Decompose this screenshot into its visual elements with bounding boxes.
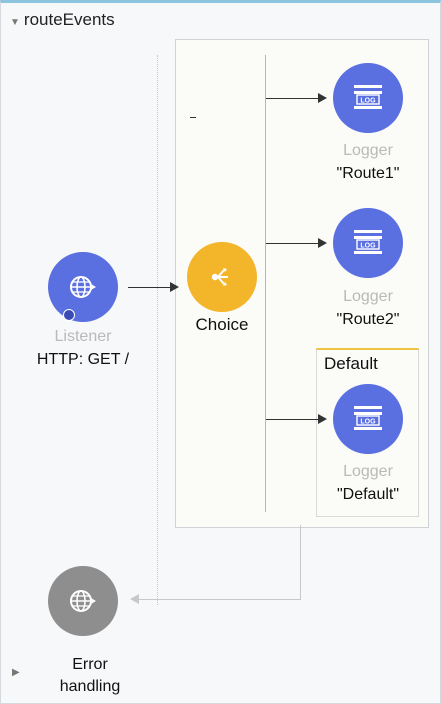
log-icon: LOG (354, 406, 382, 430)
logger-name-default: "Default" (336, 486, 400, 503)
return-line (138, 599, 301, 600)
tick-mark (190, 117, 196, 118)
log-icon-text: LOG (360, 419, 376, 426)
logger-name-route2: "Route2" (336, 311, 400, 328)
route-line (265, 55, 266, 512)
flow-arrow (128, 287, 173, 288)
route-arrow (266, 98, 320, 99)
logger-type-label: Logger (343, 288, 393, 305)
triangle-down-icon[interactable]: ▼ (10, 17, 20, 28)
listener-node[interactable] (48, 252, 118, 322)
listener-type-label: Listener (54, 328, 112, 345)
log-icon-text: LOG (360, 98, 376, 105)
arrow-head (170, 282, 179, 292)
default-route-label: Default (324, 354, 378, 373)
logger-node-route2[interactable]: LOG (333, 208, 403, 278)
choice-label: Choice (195, 315, 249, 334)
choice-node[interactable] (187, 242, 257, 312)
logger-type-label: Logger (343, 463, 393, 480)
logger-type-label: Logger (343, 142, 393, 159)
error-handling-label[interactable]: Error handling (59, 656, 121, 695)
arrow-head (318, 93, 327, 103)
return-line (300, 525, 301, 600)
globe-icon (70, 590, 96, 612)
log-icon-text: LOG (360, 243, 376, 250)
triangle-right-icon[interactable]: ▶ (12, 667, 20, 678)
arrow-head (318, 414, 327, 424)
flow-name: routeEvents (23, 10, 115, 29)
router-icon (211, 268, 228, 286)
arrow-head (130, 594, 139, 604)
log-icon: LOG (354, 85, 382, 109)
flow-header[interactable]: ▼routeEvents (10, 10, 115, 30)
globe-icon (70, 276, 96, 298)
logger-node-route1[interactable]: LOG (333, 63, 403, 133)
listener-config: HTTP: GET / (36, 351, 130, 368)
arrow-head (318, 238, 327, 248)
error-handling-node[interactable] (48, 566, 118, 636)
route-arrow (266, 243, 320, 244)
logger-name-route1: "Route1" (336, 165, 400, 182)
log-icon: LOG (354, 230, 382, 254)
flow-divider (157, 55, 158, 605)
route-arrow (266, 419, 320, 420)
source-badge-icon (63, 309, 75, 321)
logger-node-default[interactable]: LOG (333, 384, 403, 454)
